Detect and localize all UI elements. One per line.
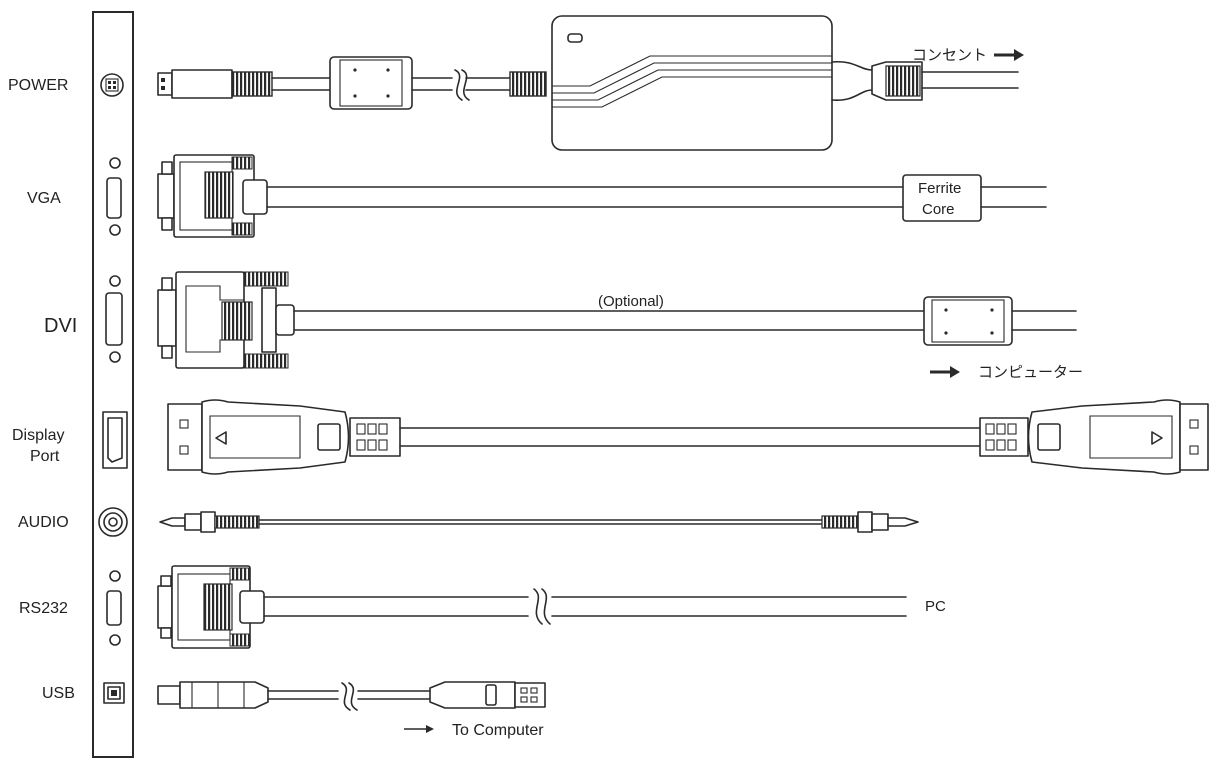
ferrite-label-1: Ferrite <box>918 180 961 197</box>
audio-jack-icon <box>98 507 128 537</box>
vga-port-icon <box>106 157 122 236</box>
serial-port-icon <box>106 570 122 646</box>
power-jack-icon <box>100 73 124 97</box>
computer-jp-label: コンピューター <box>978 364 1083 381</box>
vga-cable <box>157 154 1047 238</box>
dvi-port-icon <box>105 275 123 363</box>
port-label-dvi: DVI <box>44 315 77 337</box>
to-computer-label: To Computer <box>452 722 544 739</box>
rear-panel <box>92 11 134 758</box>
arrow-right-icon <box>930 366 960 378</box>
pc-label: PC <box>925 598 946 615</box>
outlet-label: コンセント <box>912 47 987 64</box>
port-label-usb: USB <box>42 685 75 702</box>
power-cable <box>157 15 1019 151</box>
optional-label: (Optional) <box>598 293 664 310</box>
arrow-right-icon <box>404 725 434 733</box>
port-label-rs232: RS232 <box>19 600 68 617</box>
port-label-displayport-2: Port <box>30 448 60 465</box>
usb-cable <box>157 681 546 711</box>
dvi-cable <box>157 271 1077 369</box>
rs232-cable <box>157 565 907 649</box>
port-label-audio: AUDIO <box>18 514 69 531</box>
displayport-port-icon <box>102 411 128 469</box>
port-label-power: POWER <box>8 77 68 94</box>
displayport-cable <box>167 399 1209 475</box>
usb-b-port-icon <box>103 682 125 704</box>
port-label-vga: VGA <box>27 190 61 207</box>
ferrite-label-2: Core <box>922 201 955 218</box>
port-label-displayport-1: Display <box>12 427 64 444</box>
arrow-right-icon <box>994 49 1024 61</box>
audio-cable <box>159 511 919 533</box>
